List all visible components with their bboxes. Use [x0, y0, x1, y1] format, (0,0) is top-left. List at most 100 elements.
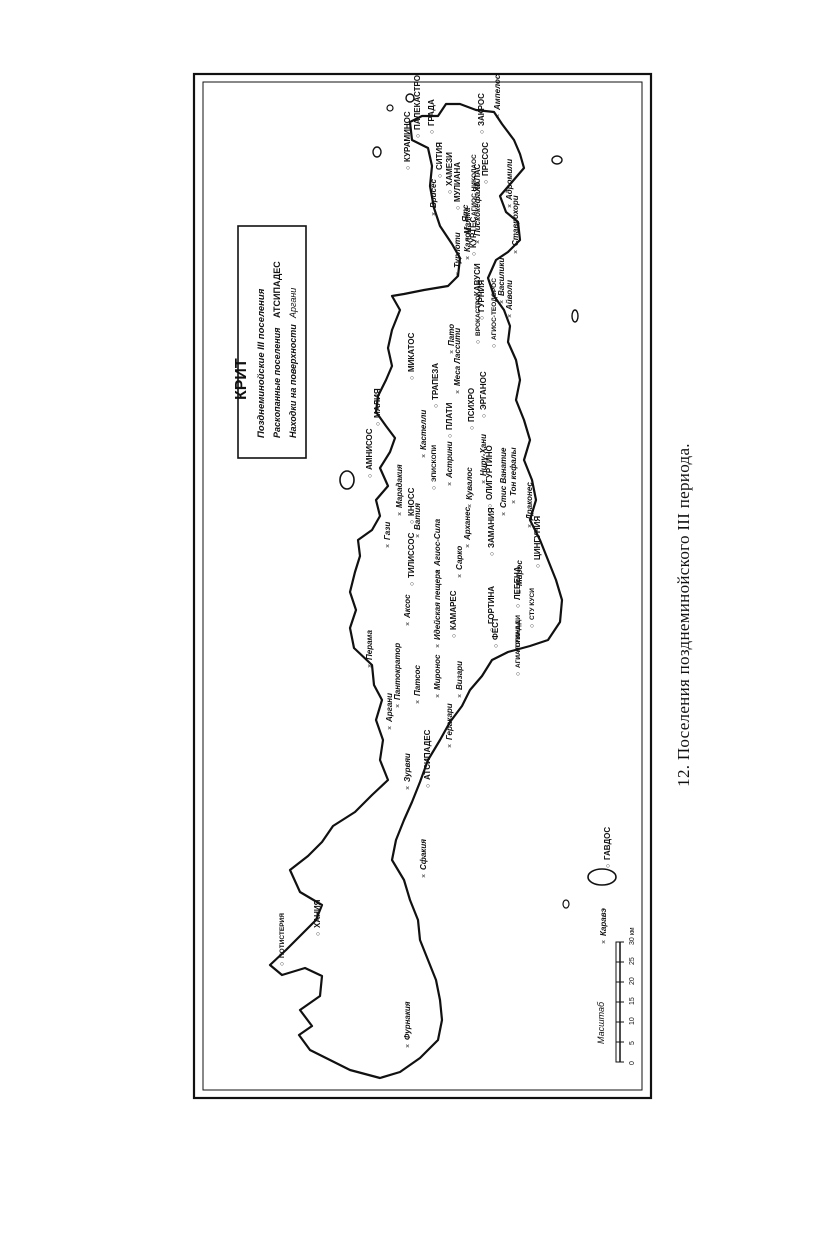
- place-vatiya: ×Ватия: [413, 503, 422, 538]
- place-marker: ×: [507, 204, 514, 208]
- place-kefala: ×Тон кефалы: [509, 447, 518, 504]
- scale-tick-label: 30 км: [629, 927, 636, 945]
- place-marker: ○: [475, 196, 482, 200]
- place-label: Врисес: [429, 178, 438, 208]
- place-marker: ○: [469, 426, 476, 430]
- place-kastelli: × Кастелли: [419, 410, 428, 458]
- place-label: Турлоти: [453, 232, 462, 268]
- place-marker: ○: [515, 656, 522, 660]
- place-label: Кастелли: [419, 410, 428, 450]
- place-nirou-khani: ×Ниру-Хани: [479, 434, 488, 484]
- place-label: ЗАКРОС: [477, 93, 486, 126]
- place-marker: ×: [447, 744, 454, 748]
- place-stavrokhori: ×Ставрохори: [511, 195, 520, 254]
- outer-frame: [192, 72, 653, 1100]
- place-muliana: ○ МУЛИАНА: [453, 162, 462, 210]
- place-label: Адромили: [505, 159, 514, 201]
- place-label: АГИА-ТРИАДА: [515, 621, 522, 668]
- place-marker: ○: [529, 624, 536, 628]
- place-maradakia: ×Марадакия: [395, 464, 404, 516]
- place-marker: ×: [421, 454, 428, 458]
- place-label: ЭПИСКОПИ: [431, 445, 438, 482]
- place-label: Ятс: [461, 204, 470, 223]
- place-marker: ×: [463, 226, 470, 230]
- place-grada: ○ГРАДА: [427, 99, 436, 134]
- place-marker: ×: [385, 544, 392, 548]
- scale-tick-label: 5: [629, 1041, 636, 1045]
- place-marker: ○: [471, 252, 478, 256]
- place-label: ГУРНИЯ: [477, 280, 486, 312]
- place-marker: ○: [367, 474, 374, 478]
- place-label: ЛЕБЕНА: [513, 566, 522, 600]
- place-marker: ○: [455, 206, 462, 210]
- place-marker: ×: [457, 574, 464, 578]
- place-marker: ×: [467, 504, 474, 508]
- place-label: ХАМЕЗИ: [445, 152, 454, 186]
- place-marker: ○: [487, 504, 494, 508]
- place-kurtes: ○КУРТЕС: [469, 216, 478, 256]
- island-ne2: [405, 93, 415, 103]
- place-marker: ×: [387, 726, 394, 730]
- place-label: Кувалос: [465, 467, 474, 500]
- place-praisos: ○ПРЕСОС: [481, 142, 490, 184]
- place-label: Идейская пещера: [433, 569, 442, 640]
- place-stu-kusi: ○СТУ КУСИ: [529, 588, 536, 628]
- place-marker: ○: [425, 784, 432, 788]
- place-pantokrator: ×Пантократор: [393, 643, 402, 708]
- place-label: Мирос: [515, 560, 524, 586]
- place-zakros: ○ЗАКРОС: [477, 93, 486, 134]
- place-label: Патсос: [413, 664, 422, 696]
- place-aivoli: ×Айволи: [505, 280, 514, 318]
- place-marker: ○: [451, 634, 458, 638]
- place-marker: ×: [449, 350, 456, 354]
- place-kavusi: ○КАВУСИ: [473, 263, 482, 304]
- place-marker: ○: [475, 340, 482, 344]
- place-label: ГАВДОС: [603, 827, 612, 860]
- place-sarko: ×Сарко: [455, 546, 464, 578]
- place-label: Фурнакия: [403, 1001, 412, 1040]
- place-stis: ×Стис Ванатие: [499, 447, 508, 516]
- place-marker: ×: [405, 1044, 412, 1048]
- place-label: ОЛИГУРТИНО: [485, 445, 494, 500]
- place-marker: ×: [517, 590, 524, 594]
- place-label: АГИОС НИКОЛАОС: [471, 154, 478, 216]
- place-marker: ×: [465, 544, 472, 548]
- place-label: Драконес: [525, 482, 534, 521]
- place-label: ТИЛИССОС: [407, 532, 416, 578]
- place-label: ПРЕСОС: [481, 142, 490, 176]
- place-furnakia: × Фурнакия: [403, 1001, 412, 1048]
- place-agios-theodoros: ○АГИОС-ТЕОДОРОС: [491, 278, 498, 348]
- place-khania: ○ХАНИЯ: [313, 899, 322, 936]
- place-mokhos: ○МИКАТОС: [407, 332, 416, 380]
- place-label: АТСИПАДЕС: [423, 729, 432, 780]
- place-aerokamisu: × Адромили: [505, 159, 514, 208]
- place-label: Калои: [463, 228, 472, 252]
- place-ampelos: ×Ампелос: [493, 74, 502, 118]
- place-label: ЛОГИНАДИ: [515, 615, 522, 652]
- place-trapeza: ○ТРАПЕЗА: [431, 363, 440, 408]
- place-marker: ○: [405, 166, 412, 170]
- place-label: ПЛАТИ: [445, 402, 454, 430]
- place-label: МУЛИАНА: [453, 162, 462, 202]
- place-marker: ○: [409, 520, 416, 524]
- scale-tick-label: 20: [629, 977, 636, 985]
- place-marker: ×: [431, 212, 438, 216]
- place-vasiliki: ×Василики: [497, 258, 506, 304]
- place-gazi: ×Гази: [383, 522, 392, 548]
- place-label: Зурвяи: [403, 753, 412, 782]
- place-label: ТРАПЕЗА: [431, 363, 440, 400]
- place-label: КНОСС: [407, 487, 416, 516]
- place-marker: ○: [431, 486, 438, 490]
- place-marker: ○: [447, 190, 454, 194]
- island-s2: [562, 899, 570, 909]
- island-ne1: [372, 146, 382, 158]
- place-label: Сфакия: [419, 839, 428, 870]
- place-kuvolos: × Кувалос: [465, 467, 474, 508]
- legend-row3-example: Аргани: [288, 288, 298, 319]
- place-sitiya: ○СИТИЯ: [435, 142, 444, 178]
- place-marker: ×: [435, 694, 442, 698]
- place-label: ВРОКАСТРО: [475, 296, 482, 336]
- place-label: Геракари: [445, 703, 454, 740]
- place-vizari: ×Визари: [455, 661, 464, 698]
